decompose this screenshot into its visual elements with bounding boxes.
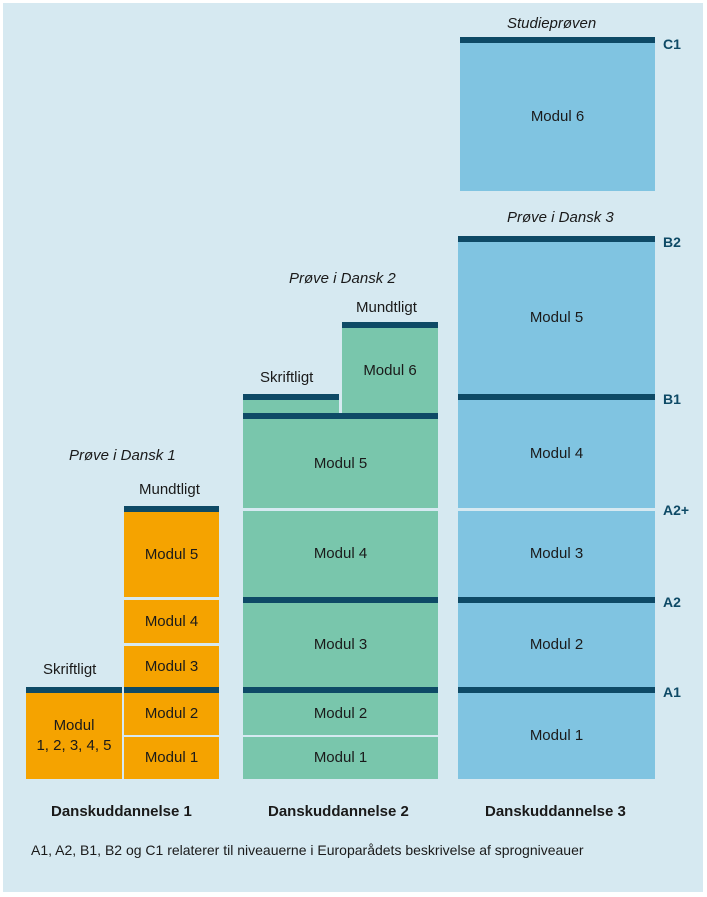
du3-level-bar-a1 [458,687,655,693]
du3-module-5: Modul 5 [458,242,655,394]
du3-column-label: Danskuddannelse 3 [485,803,626,820]
du2-module-6: Modul 6 [342,328,438,413]
du1-skriftligt-bar [26,687,122,693]
du3-module-4: Modul 4 [458,400,655,508]
du2-exam-label: Prøve i Dansk 2 [289,270,396,287]
du2-module-4: Modul 4 [243,511,438,597]
level-label-c1: C1 [663,36,681,52]
du1-exam-label: Prøve i Dansk 1 [69,447,176,464]
du3-level-bar-b2 [458,236,655,242]
du1-mundtligt-label: Mundtligt [139,481,200,498]
du3-level-bar-c1 [460,37,655,43]
danish-education-diagram: Prøve i Dansk 1 Mundtligt Skriftligt Mod… [3,3,703,892]
level-label-a2-plus: A2+ [663,502,690,518]
du3-module-2: Modul 2 [458,603,655,687]
du2-skriftligt-label: Skriftligt [260,369,314,386]
du3-level-bar-b1 [458,394,655,400]
du3-module-3: Modul 3 [458,511,655,597]
du2-level-bar-a2 [243,597,438,603]
du1-level-bar-a1 [124,687,219,693]
du1-module-2: Modul 2 [124,693,219,735]
du1-mundtligt-bar [124,506,219,512]
du2-level-bar-b1 [243,413,438,419]
du2-level-bar-a1 [243,687,438,693]
level-label-a1: A1 [663,684,681,700]
du2-module-5: Modul 5 [243,419,438,508]
du2-module-3: Modul 3 [243,603,438,687]
du1-module-5: Modul 5 [124,512,219,597]
du2-mundtligt-bar [342,322,438,328]
du2-module-1: Modul 1 [243,737,438,779]
du1-column-label: Danskuddannelse 1 [51,803,192,820]
du1-module-1: Modul 1 [124,737,219,779]
du1-module-3: Modul 3 [124,646,219,687]
du1-module-4: Modul 4 [124,600,219,643]
level-label-a2: A2 [663,594,681,610]
level-label-b2: B2 [663,234,681,250]
du2-skriftligt-bar [243,394,339,400]
du2-module-2: Modul 2 [243,693,438,735]
du3-level-bar-a2 [458,597,655,603]
footnote: A1, A2, B1, B2 og C1 relaterer til nivea… [31,842,584,858]
du2-skriftligt-block [243,399,339,413]
du2-mundtligt-label: Mundtligt [356,299,417,316]
du3-module-6: Modul 6 [460,43,655,191]
du2-column-label: Danskuddannelse 2 [268,803,409,820]
du1-combined-module: Modul 1, 2, 3, 4, 5 [26,693,122,779]
du1-skriftligt-label: Skriftligt [43,661,97,678]
du3-module-1: Modul 1 [458,693,655,779]
du3-final-exam-label: Studieprøven [507,15,597,32]
level-label-b1: B1 [663,391,681,407]
du3-exam-label: Prøve i Dansk 3 [507,209,614,226]
